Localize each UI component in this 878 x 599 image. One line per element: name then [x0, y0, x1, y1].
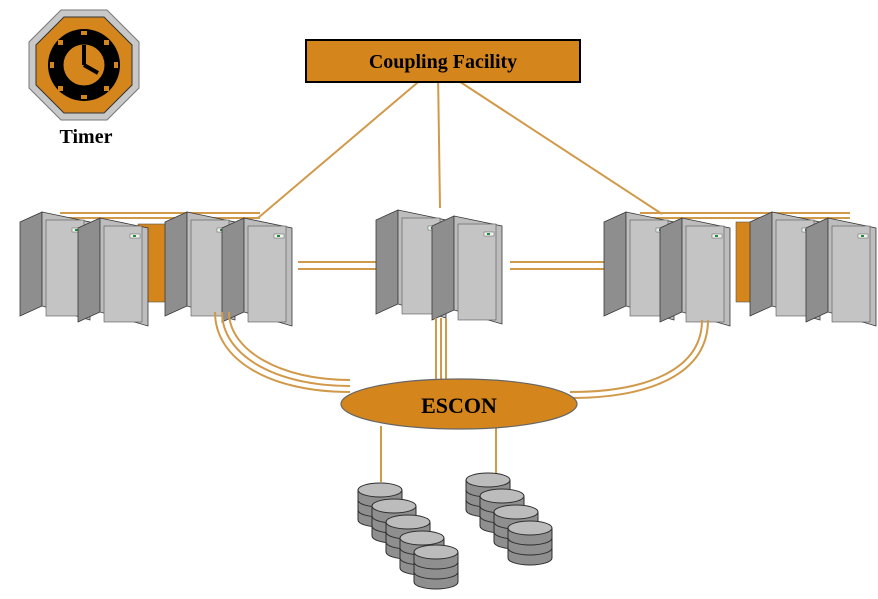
server-center: [375, 209, 503, 325]
server-group-left: [19, 211, 293, 327]
server-group-right: [603, 211, 877, 327]
escon-links: [214, 311, 709, 482]
coupling-facility: Coupling Facility: [305, 39, 581, 83]
server-links: [298, 261, 604, 270]
coupling-facility-label: Coupling Facility: [369, 51, 517, 73]
timer-icon: [28, 9, 140, 121]
escon-label: ESCON: [421, 393, 497, 418]
timer-label: Timer: [60, 126, 113, 148]
disk-icon: [413, 544, 459, 590]
escon-node: ESCON: [340, 378, 578, 430]
disk-stack-right: [465, 472, 553, 566]
coupling-links: [257, 71, 663, 219]
disk-stack-left: [357, 482, 459, 590]
